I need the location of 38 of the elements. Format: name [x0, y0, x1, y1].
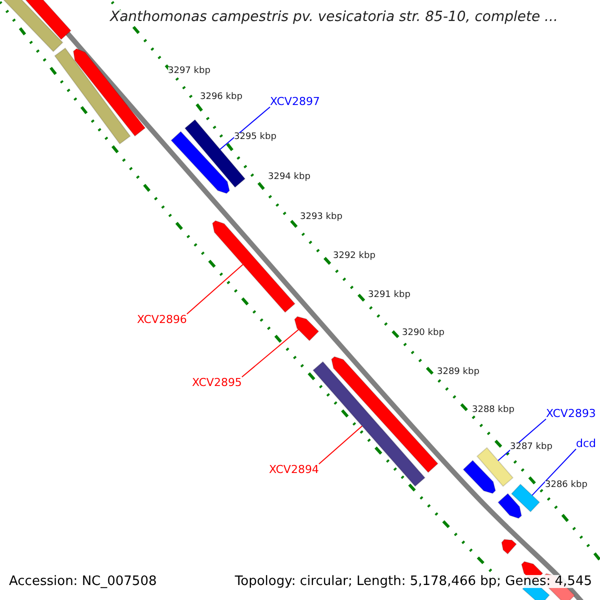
tick-label: 3291 kbp: [368, 291, 410, 300]
tick-label: 3295 kbp: [234, 133, 276, 142]
tick-label: 3290 kbp: [402, 329, 444, 338]
gene-block: [510, 484, 540, 512]
gene-label: XCV2896: [137, 314, 187, 325]
gene-block: [497, 492, 522, 519]
leader-line: [241, 329, 299, 378]
gene-label: XCV2897: [270, 96, 320, 107]
leader-line: [532, 448, 576, 496]
tick-label: 3294 kbp: [268, 173, 310, 182]
gene-label: XCV2893: [546, 408, 596, 419]
gene-block: [462, 460, 496, 494]
gene-block: [501, 539, 518, 555]
tick-label: 3292 kbp: [333, 252, 376, 261]
gene-block: [170, 130, 230, 194]
leader-line: [318, 426, 363, 464]
genome-stats-label: Topology: circular; Length: 5,178,466 bp; Genes: 4,545: [234, 575, 592, 588]
leader-line: [186, 264, 244, 314]
gene-block: [294, 316, 320, 342]
gene-label: dcd: [576, 438, 596, 449]
tick-label: 3296 kbp: [200, 93, 242, 102]
gene-block: [331, 356, 439, 474]
map-title: Xanthomonas campestris pv. vesicatoria str. 85-10, complete ...: [110, 10, 558, 24]
tick-label: 3288 kbp: [472, 406, 514, 415]
tick-label: 3297 kbp: [168, 67, 210, 76]
gene-block: [24, 0, 72, 40]
accession-label: Accession: NC_007508: [9, 575, 157, 588]
tick-label: 3293 kbp: [300, 213, 342, 222]
gene-block: [72, 48, 146, 137]
gene-block: [212, 220, 296, 314]
tick-label: 3287 kbp: [510, 443, 552, 452]
tick-label: 3286 kbp: [545, 481, 588, 490]
gene-label: XCV2894: [269, 464, 319, 475]
gene-label: XCV2895: [192, 377, 242, 388]
gene-block: [54, 47, 131, 145]
tick-label: 3289 kbp: [437, 368, 480, 377]
gene-block: [2, 0, 64, 52]
leader-line: [220, 106, 270, 150]
